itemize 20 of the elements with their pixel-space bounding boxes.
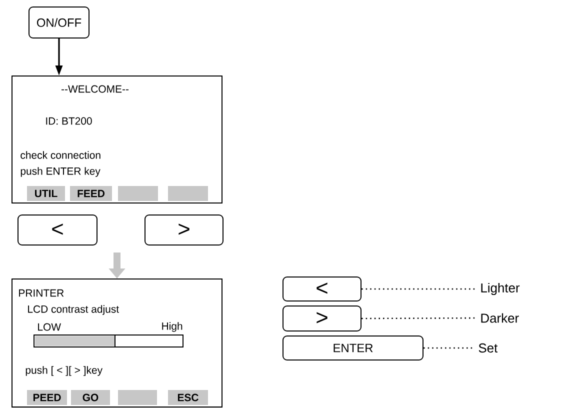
soft-key: [118, 390, 157, 405]
soft-key: [118, 186, 158, 201]
soft-key: UTIL: [27, 186, 65, 201]
key-button: ENTER: [282, 336, 424, 360]
leader-line: [424, 347, 475, 349]
key-button: <: [282, 276, 362, 302]
key-button: >: [144, 214, 224, 246]
key-button: <: [18, 214, 98, 246]
soft-key: ESC: [168, 390, 208, 405]
leader-line: [362, 317, 477, 320]
key-button: >: [282, 306, 362, 332]
function-label: Darker: [481, 313, 519, 323]
soft-key: [168, 186, 208, 201]
leader-line: [362, 288, 477, 290]
function-label: Lighter: [481, 282, 520, 296]
key-button: ON/OFF: [28, 6, 90, 38]
soft-key: FEED: [70, 186, 112, 201]
function-label: Set: [478, 343, 498, 353]
soft-key: PEED: [27, 390, 67, 405]
soft-key: GO: [71, 390, 110, 405]
